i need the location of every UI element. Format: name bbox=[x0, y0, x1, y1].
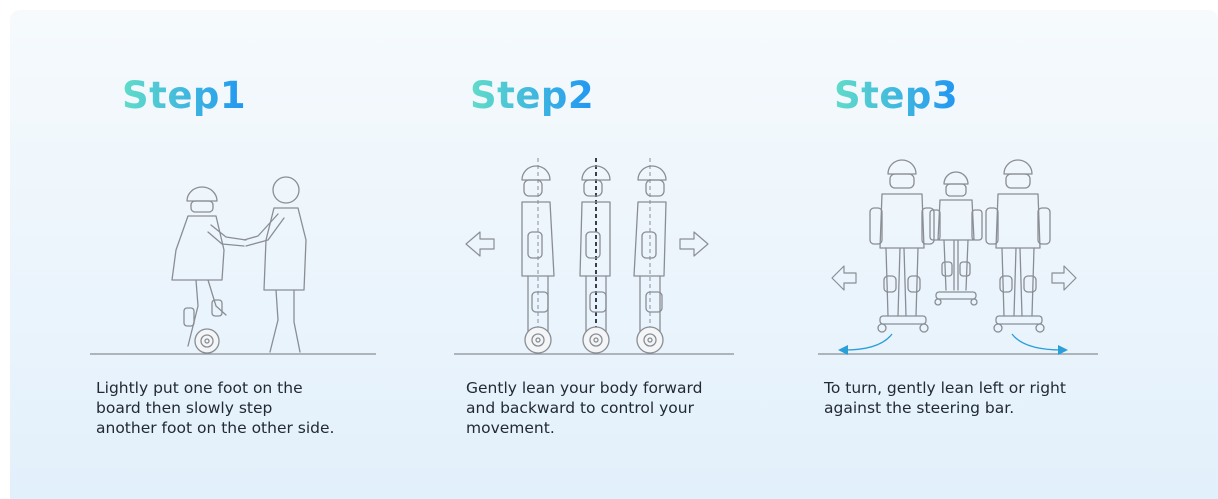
step-1-title: Step1 bbox=[122, 74, 246, 117]
step-onto-board-illustration bbox=[88, 140, 388, 365]
step-2-title: Step2 bbox=[470, 74, 594, 117]
step-1: Step1 Lightly put one foot on the board bbox=[88, 10, 478, 499]
lean-forward-backward-illustration bbox=[450, 140, 750, 365]
step-2-text: Gently lean your body forward and backwa… bbox=[466, 378, 702, 438]
step-3-text: To turn, gently lean left or right again… bbox=[824, 378, 1066, 418]
arrow-right-icon bbox=[680, 232, 708, 256]
arrow-right-icon bbox=[1052, 266, 1076, 290]
step-1-text: Lightly put one foot on the board then s… bbox=[96, 378, 334, 438]
instructions-panel: Step1 Lightly put one foot on the board bbox=[10, 10, 1218, 499]
step-3-title: Step3 bbox=[834, 74, 958, 117]
turn-left-right-illustration bbox=[810, 140, 1110, 365]
arrow-left-icon bbox=[832, 266, 856, 290]
step-2: Step2 bbox=[450, 10, 840, 499]
step-3: Step3 bbox=[810, 10, 1200, 499]
arrow-left-icon bbox=[466, 232, 494, 256]
